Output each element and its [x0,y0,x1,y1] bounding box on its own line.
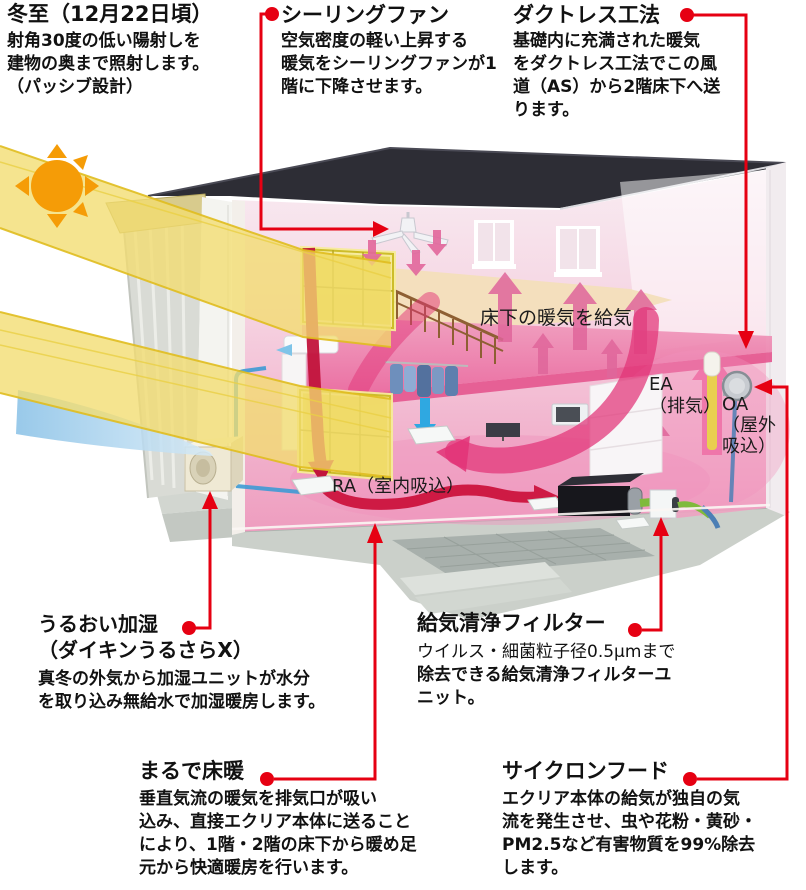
sun-icon [15,144,99,228]
callout-humidify-title-1: うるおい加湿 [38,612,158,636]
callout-ductless-body: 基礎内に充満された暖気 をダクトレス工法でこの風 道（AS）から2階床下へ送 り… [513,31,721,120]
heat-exchange-unit [558,473,644,516]
callout-ceiling-fan-body: 空気密度の軽い上昇する 暖気をシーリングファンが1 階に下降させます。 [281,31,497,97]
leader-humidify [190,509,212,630]
filter-unit [649,489,679,519]
label-oa-outdoor-intake: OA （屋外 吸込） [722,394,776,457]
leader-bullets [182,7,697,786]
label-ea-exhaust: EA （排気） [649,374,721,417]
leader-ceiling-fan [259,12,373,231]
callout-filter-title: 給気清浄フィルター [417,611,606,635]
label-underfloor-supply: 床下の暖気を給気 [480,307,633,329]
bullet-ceiling-fan [265,7,279,21]
sunlit-floor-area [390,268,672,330]
leader-filter [642,536,663,632]
callout-cyclone-body: エクリア本体の給気が独自の気 流を発生させ、虫や花粉・黄砂・ PM2.5など有害… [502,789,757,878]
leader-arrowheads [202,221,772,543]
callout-ductless: ダクトレス工法 基礎内に充満された暖気 をダクトレス工法でこの風 道（AS）から… [513,2,806,122]
callout-floor-heating: まるで床暖 垂直気流の暖気を排気口が吸い 込み、直接エクリア本体に送ること によ… [139,758,419,880]
callout-cyclone: サイクロンフード エクリア本体の給気が独自の気 流を発生させ、虫や花粉・黄砂・ … [502,758,806,880]
bullet-ductless [680,8,694,22]
cyclone-hood-icon [721,370,753,402]
callout-ductless-title: ダクトレス工法 [513,3,660,27]
tv [486,423,520,441]
callout-filter-body-line1: ウイルス・細菌粒子径0.5μmまで [417,642,676,662]
sun-beam-lower [0,311,392,478]
leader-floor-heating [274,543,377,781]
callout-winter-body: 射角30度の低い陽射しを 建物の奥まで照射します。 （パッシブ設計） [7,31,210,97]
leader-lines [190,12,789,781]
as-air-path-arrow [692,351,732,455]
laundry-drying [384,361,469,397]
callout-filter: 給気清浄フィルター ウイルス・細菌粒子径0.5μmまで 除去できる給気清浄フィル… [417,610,806,710]
label-ra-room-intake: RA（室内吸込） [332,476,465,497]
callout-humidify: うるおい加湿 （ダイキンうるさらX） 真冬の外気から加湿ユニットが水分 を取り込… [38,611,398,714]
callout-ceiling-fan-title: シーリングファン [281,3,449,27]
bullet-floor-heating [260,772,274,786]
callout-floor-heating-body: 垂直気流の暖気を排気口が吸い 込み、直接エクリア本体に送ること により、1階・2… [139,789,417,878]
callout-humidify-title-2: （ダイキンうるさらX） [38,638,253,662]
second-floor-windows [472,220,602,277]
callout-winter-title: 冬至（12月22日頃） [7,2,213,26]
sun-beam-upper [0,145,392,348]
oa-pipe [729,400,737,503]
floor-vents [291,425,651,530]
bullet-filter [628,623,642,637]
microwave [551,403,589,426]
leader-cyclone [697,385,789,781]
bullet-cyclone [683,772,697,786]
floor-edge-highlight [231,503,771,531]
callout-filter-body-rest: 除去できる給気清浄フィルターユ ニット。 [417,665,672,708]
bullet-humidify [182,621,196,635]
callout-cyclone-title: サイクロンフード [502,759,669,783]
air-circulation-swirl [348,292,659,474]
leader-ductless [693,13,748,331]
callout-winter-solstice: 冬至（12月22日頃） 射角30度の低い陽射しを 建物の奥まで照射します。 （パ… [7,1,277,99]
callout-humidify-body: 真冬の外気から加湿ユニットが水分 を取り込み無給水で加湿暖房します。 [38,669,326,712]
callout-ceiling-fan: シーリングファン 空気密度の軽い上昇する 暖気をシーリングファンが1 階に下降さ… [281,2,531,99]
callout-floor-heating-title: まるで床暖 [139,759,244,783]
